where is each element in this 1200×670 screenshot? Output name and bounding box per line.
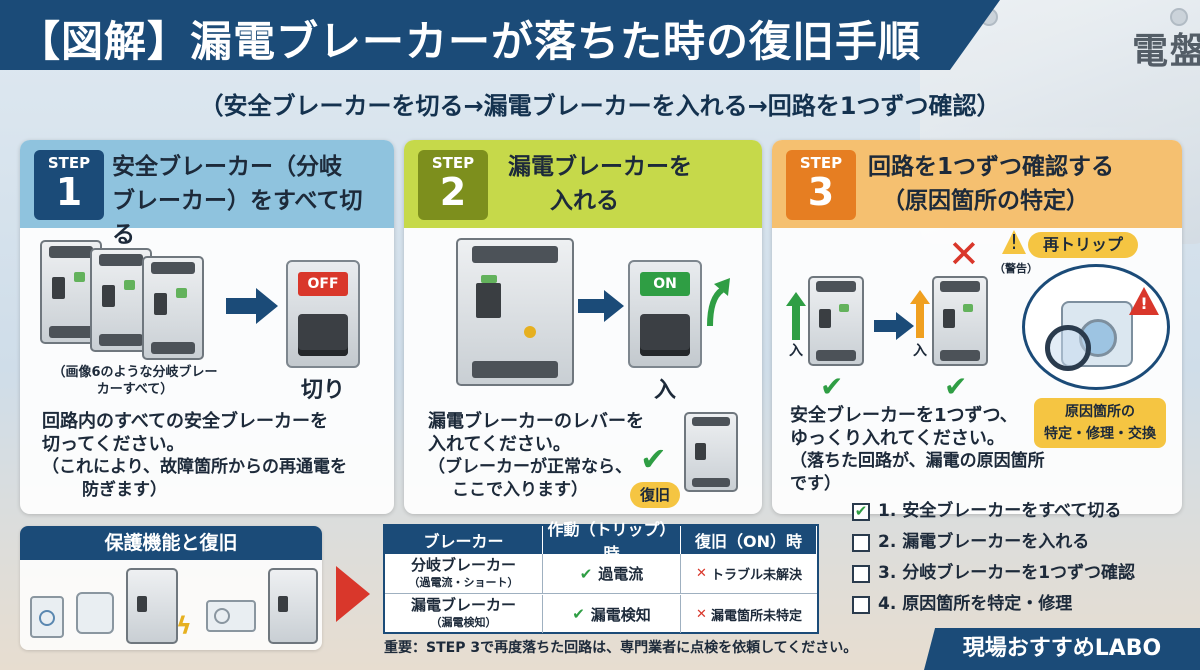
- step-1-header: STEP 1 安全ブレーカー（分岐 ブレーカー）をすべて切る: [20, 140, 394, 248]
- brand-label: 現場おすすめLABO: [924, 628, 1200, 670]
- cross-icon: ✕: [948, 232, 980, 276]
- checkbox-icon[interactable]: [852, 595, 870, 614]
- step-2-description: 漏電ブレーカーのレバーを 入れてください。 （ブレーカーが正常なら、 ここで入り…: [428, 411, 644, 500]
- checklist-item[interactable]: 3. 分岐ブレーカーを1つずつ確認: [852, 558, 1135, 589]
- step-3-description: 安全ブレーカーを1つずつ、 ゆっくり入れてください。 （落ちた回路が、漏電の原因…: [790, 405, 1045, 494]
- check-icon: ✔: [820, 370, 844, 403]
- branch-breaker-icon: [808, 276, 864, 366]
- step-3-card: STEP 3 回路を1つずつ確認する （原因箇所の特定） 入 入 ✕ ✔ ✔ !…: [772, 140, 1182, 514]
- step-1-description: 回路内のすべての安全ブレーカーを 切ってください。 （これにより、故障箇所からの…: [42, 411, 347, 500]
- step-2-title: 漏電ブレーカーを 入れる: [508, 154, 692, 214]
- check-icon: ✔: [579, 564, 593, 583]
- arrow-right-icon: [578, 290, 624, 322]
- important-note: 重要：STEP 3で再度落ちた回路は、専門業者に点検を依頼してください。: [384, 640, 858, 656]
- on-label-1: 入: [789, 343, 803, 359]
- on-label-2: 入: [913, 343, 927, 359]
- checklist-item[interactable]: ✔1. 安全ブレーカーをすべて切る: [852, 496, 1135, 527]
- table-header-row: ブレーカー 作動（トリップ）時 復旧（ON）時: [385, 520, 817, 563]
- arrow-up-green-icon: [786, 292, 806, 340]
- protection-title: 保護機能と復旧: [20, 526, 322, 560]
- leakage-breaker-small-icon: [684, 412, 738, 492]
- check-icon: ✔: [572, 605, 585, 623]
- checkbox-icon[interactable]: [852, 533, 870, 552]
- breaker-table: ブレーカー 作動（トリップ）時 復旧（ON）時 分岐ブレーカー（過電流・ショート…: [383, 520, 819, 634]
- retrip-badge: 再トリップ: [1028, 232, 1138, 258]
- breaker-icon: [126, 568, 178, 644]
- cause-box: 原因箇所の 特定・修理・交換: [1034, 398, 1166, 448]
- step-3-badge: STEP 3: [786, 150, 856, 220]
- arrow-right-red-icon: [336, 566, 370, 622]
- table-row: 分岐ブレーカー（過電流・ショート） ✔過電流 ✕トラブル未解決: [385, 554, 817, 594]
- branch-breaker-icon: [90, 248, 152, 352]
- arrow-up-icon: [707, 278, 730, 327]
- screw-icon: [1170, 8, 1188, 26]
- panel-label: 電盤: [1132, 31, 1200, 72]
- step-3-header: STEP 3 回路を1つずつ確認する （原因箇所の特定）: [772, 140, 1182, 228]
- step-1-caption: （画像6のような分岐ブレーカーすべて）: [52, 365, 218, 397]
- branch-breaker-icon: [932, 276, 988, 366]
- off-action-label: 切り: [300, 378, 345, 403]
- danger-icon: !: [1129, 287, 1159, 315]
- page-subtitle: （安全ブレーカーを切る→漏電ブレーカーを入れる→回路を1つずつ確認）: [199, 92, 1001, 120]
- leakage-breaker-icon: [456, 238, 574, 386]
- warning-icon: !: [1002, 230, 1026, 254]
- title-banner: 【図解】漏電ブレーカーが落ちた時の復旧手順: [0, 0, 1000, 70]
- step-3-title: 回路を1つずつ確認する （原因箇所の特定）: [868, 154, 1115, 214]
- breaker-icon: [268, 568, 318, 644]
- checkbox-checked-icon[interactable]: ✔: [852, 502, 870, 521]
- warning-label: （警告）: [994, 262, 1038, 275]
- step-1-badge: STEP 1: [34, 150, 104, 220]
- step-2-badge: STEP 2: [418, 150, 488, 220]
- lightning-icon: ϟ: [176, 612, 192, 640]
- on-switch-icon: ON: [628, 260, 702, 368]
- air-conditioner-icon: [206, 600, 256, 632]
- recovered-badge: 復旧: [630, 482, 680, 508]
- branch-breaker-icon: [142, 256, 204, 360]
- checklist-item[interactable]: 2. 漏電ブレーカーを入れる: [852, 527, 1135, 558]
- cross-icon: ✕: [696, 566, 707, 581]
- table-row: 漏電ブレーカー（漏電検知） ✔漏電検知 ✕漏電箇所未特定: [385, 595, 817, 633]
- page-title: 【図解】漏電ブレーカーが落ちた時の復旧手順: [18, 17, 922, 66]
- cross-icon: ✕: [696, 606, 707, 622]
- arrow-up-orange-icon: [910, 290, 930, 338]
- protection-panel: 保護機能と復旧 ϟ: [20, 526, 322, 650]
- washing-machine-bubble: !: [1022, 264, 1170, 390]
- check-icon: ✔: [944, 370, 968, 403]
- step-1-card: STEP 1 安全ブレーカー（分岐 ブレーカー）をすべて切る （画像6のような分…: [20, 140, 394, 514]
- step-2-header: STEP 2 漏電ブレーカーを 入れる: [404, 140, 762, 228]
- checklist-item[interactable]: 4. 原因箇所を特定・修理: [852, 589, 1135, 620]
- check-icon: ✔: [640, 440, 667, 478]
- checklist: ✔1. 安全ブレーカーをすべて切る 2. 漏電ブレーカーを入れる 3. 分岐ブレ…: [852, 496, 1135, 620]
- off-switch-icon: OFF: [286, 260, 360, 368]
- magnifier-icon: [1045, 325, 1091, 371]
- step-2-card: STEP 2 漏電ブレーカーを 入れる ON 入 漏電ブレーカーのレバーを 入れ…: [404, 140, 762, 514]
- washing-machine-icon: [30, 596, 64, 638]
- step-1-title: 安全ブレーカー（分岐 ブレーカー）をすべて切る: [112, 154, 363, 248]
- on-action-label: 入: [653, 378, 676, 403]
- checkbox-icon[interactable]: [852, 564, 870, 583]
- arrow-right-icon: [226, 288, 278, 324]
- arrow-right-icon: [874, 312, 914, 340]
- outlet-icon: [76, 592, 114, 634]
